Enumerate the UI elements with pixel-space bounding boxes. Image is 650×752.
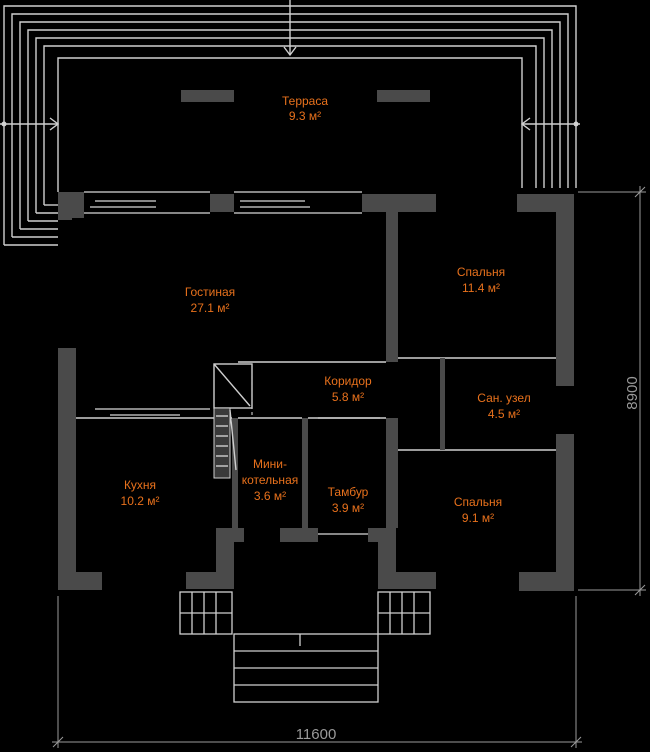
living-name: Гостиная — [185, 285, 235, 299]
bedroom1-name: Спальня — [457, 265, 505, 279]
terrace-area: 9.3 м² — [289, 109, 321, 123]
corridor-name: Коридор — [324, 374, 372, 388]
entrance-post-right — [378, 528, 396, 589]
entrance-stairs — [179, 591, 431, 703]
bathroom-name: Сан. узел — [477, 391, 530, 405]
living-area: 27.1 м² — [191, 301, 230, 315]
kitchen-name: Кухня — [124, 478, 156, 492]
wall-bathroom-left — [440, 358, 445, 450]
boiler-name-line1: Мини- — [253, 457, 287, 471]
dimension-width-label: 11600 — [296, 726, 337, 743]
bedroom1-area: 11.4 м² — [462, 281, 500, 295]
wall-kitchen-boiler — [232, 418, 238, 528]
vestibule-name: Тамбур — [328, 485, 369, 499]
bedroom2-area: 9.1 м² — [462, 511, 494, 525]
terrace-outline — [0, 0, 580, 246]
vestibule-area: 3.9 м² — [332, 501, 364, 515]
bottom-wall-left — [58, 572, 102, 590]
dimension-width — [52, 596, 582, 748]
interior-stair — [213, 363, 253, 479]
bathroom-area: 4.5 м² — [488, 407, 520, 421]
terrace-block-right — [377, 90, 430, 102]
wall-bedroom-living — [386, 212, 398, 362]
boiler-name-line2: котельная — [242, 473, 298, 487]
terrace-name: Терраса — [282, 94, 328, 108]
wall-boiler-vestibule — [302, 418, 308, 528]
right-wall-top — [556, 194, 574, 386]
left-wall — [58, 348, 76, 590]
top-wall — [58, 191, 574, 220]
bottom-wall-right — [519, 572, 574, 591]
kitchen-area: 10.2 м² — [121, 494, 160, 508]
boiler-area: 3.6 м² — [254, 489, 286, 503]
terrace-block-left — [181, 90, 234, 102]
dimension-height — [578, 186, 646, 596]
right-wall-bottom — [556, 434, 574, 591]
entrance-stub-left — [230, 528, 244, 542]
entrance-post-left — [216, 528, 234, 589]
bedroom2-name: Спальня — [454, 495, 502, 509]
wall-corridor-vestibule — [386, 418, 398, 528]
dimension-height-label: 8900 — [624, 376, 641, 409]
vestibule-wall-left — [280, 528, 318, 542]
entrance-stub-right — [368, 528, 382, 542]
corridor-area: 5.8 м² — [332, 390, 364, 404]
